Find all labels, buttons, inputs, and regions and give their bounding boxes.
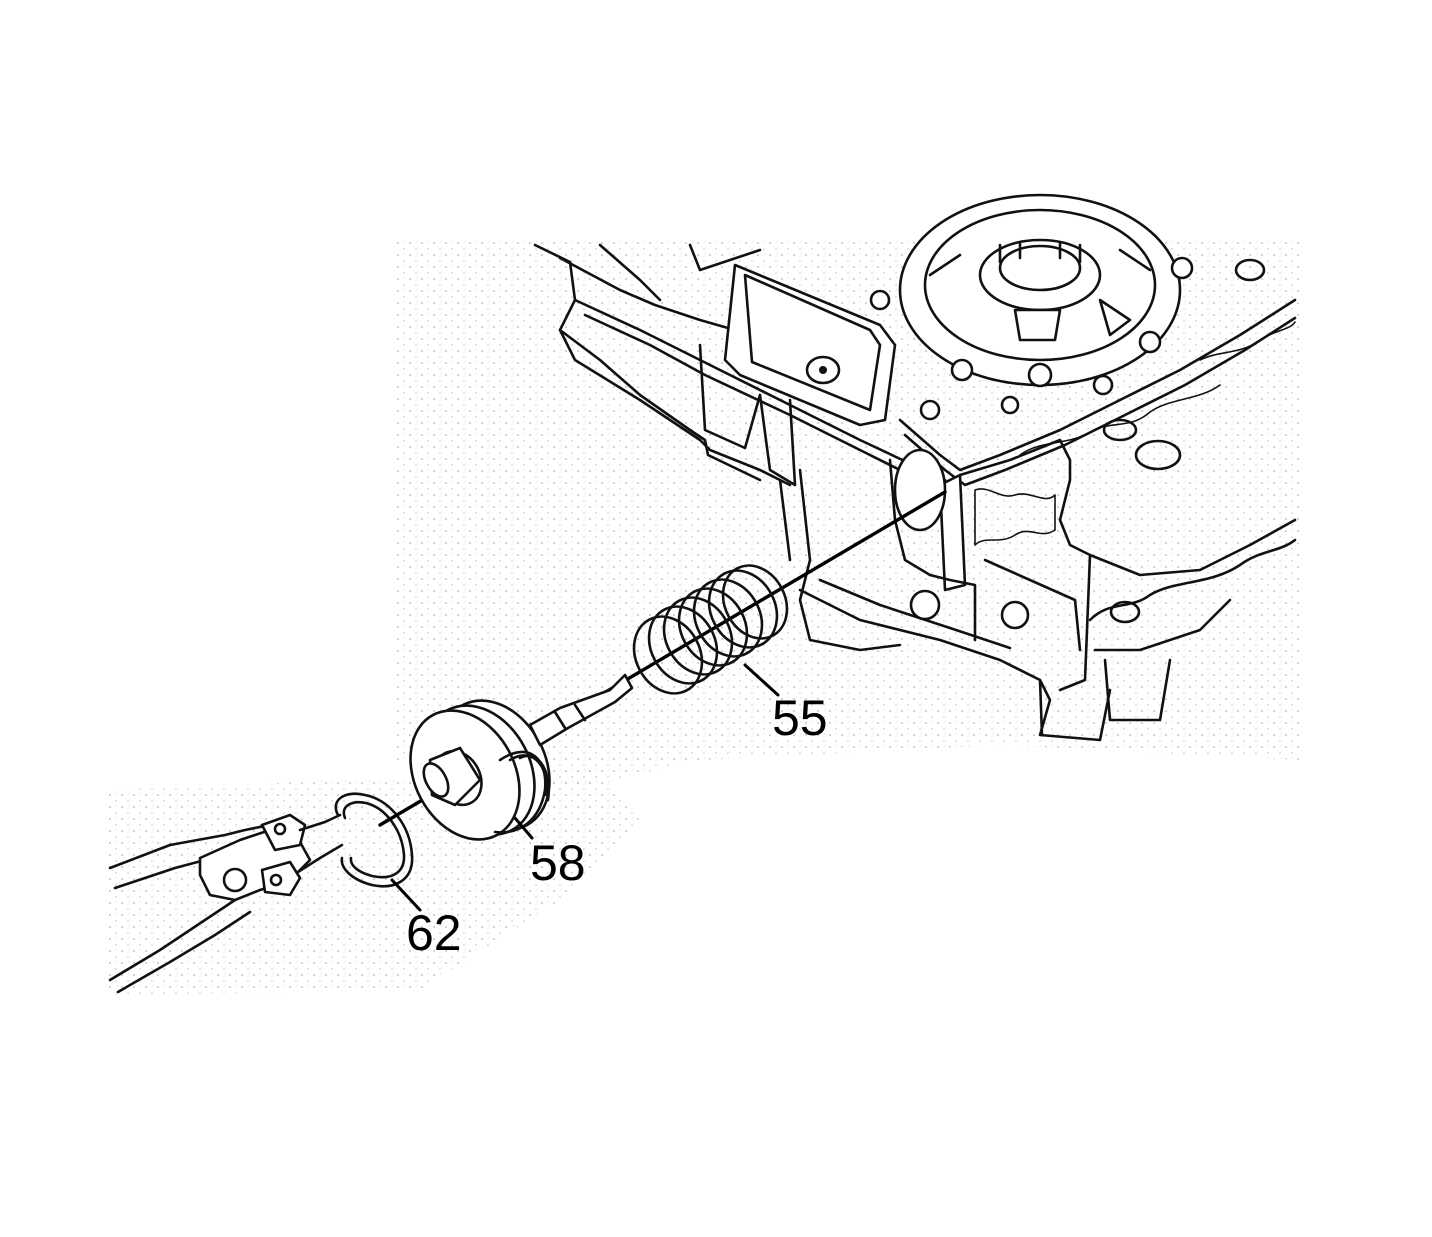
leader-62 [390, 878, 422, 912]
snap-ring-pliers [108, 813, 344, 994]
leader-58 [513, 816, 534, 840]
callout-58: 58 [530, 835, 586, 891]
piston [409, 673, 634, 841]
leader-lines [390, 663, 780, 912]
spring [632, 564, 789, 695]
callout-62: 62 [406, 905, 462, 961]
callout-55: 55 [772, 690, 828, 746]
snap-ring [334, 792, 414, 888]
transmission-case [533, 193, 1297, 742]
leader-55 [743, 663, 780, 697]
